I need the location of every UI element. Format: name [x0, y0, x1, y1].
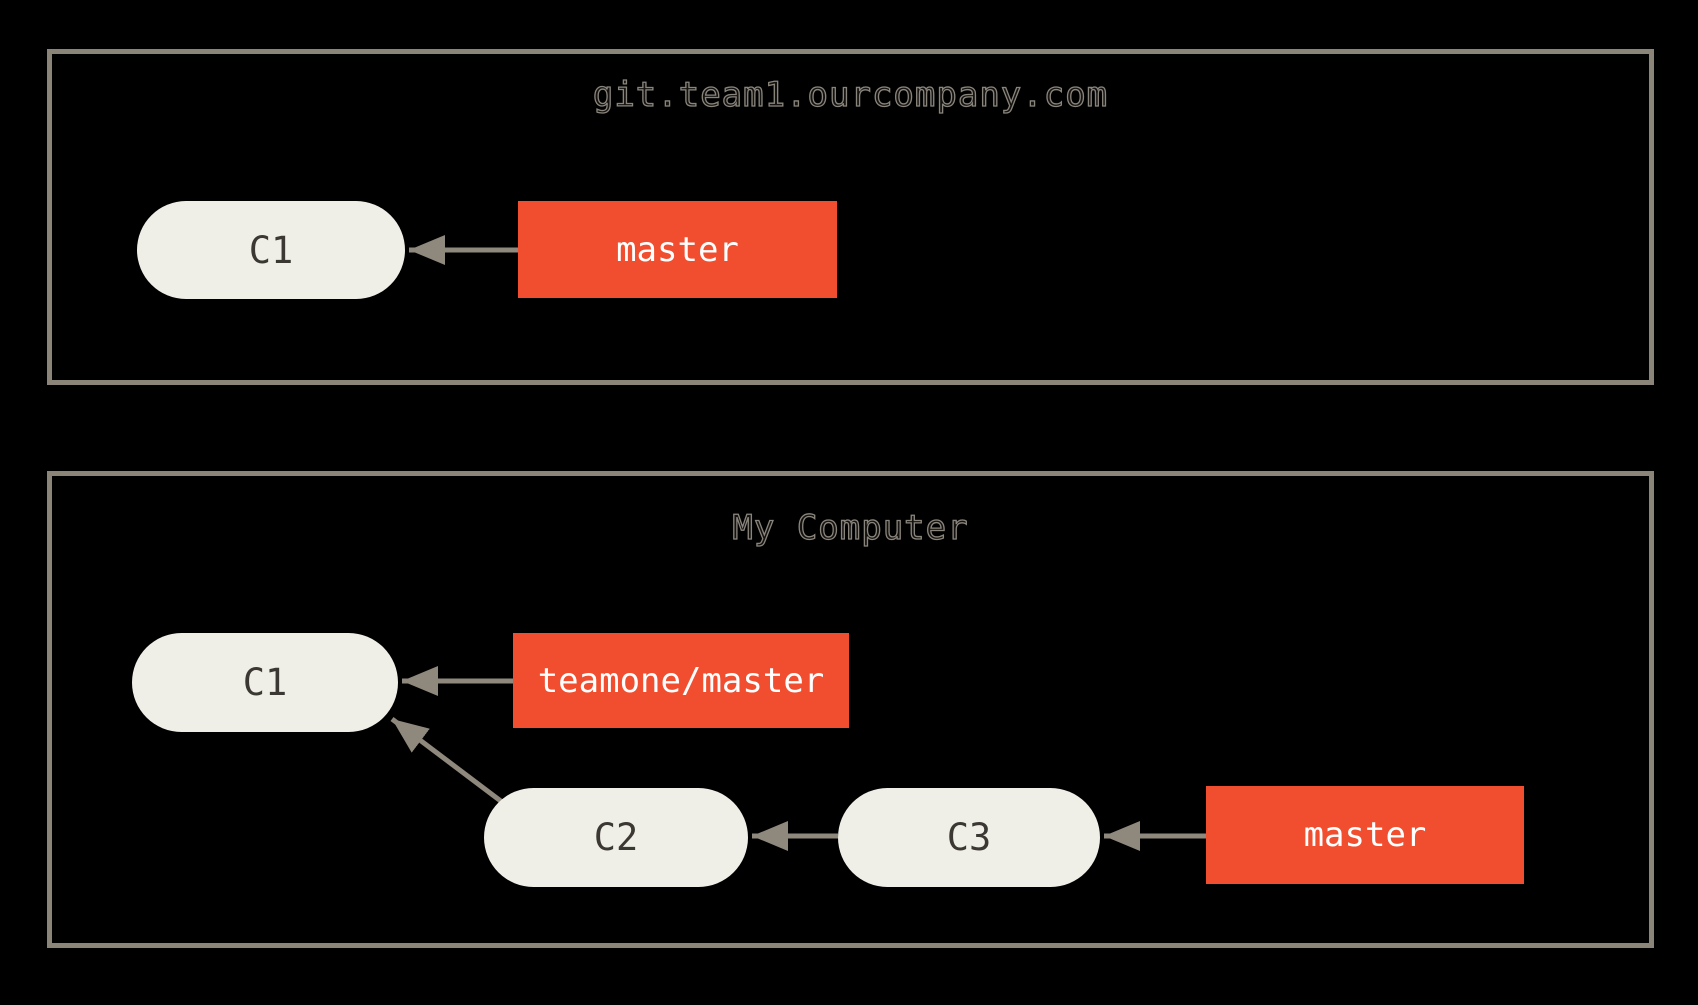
commit-label-c1-remote: C1 — [248, 228, 294, 272]
branch-label-teamone-master: teamone/master — [513, 633, 849, 728]
commit-node-c3-local: C3 — [838, 788, 1100, 887]
commit-node-c1-remote: C1 — [137, 201, 405, 299]
branch-text-teamone-master: teamone/master — [537, 660, 825, 701]
commit-label-c3-local: C3 — [946, 816, 992, 859]
commit-node-c1-local: C1 — [132, 633, 398, 732]
branch-text-master-local: master — [1303, 815, 1427, 855]
branch-text-master-remote: master — [616, 229, 739, 270]
branch-label-master-remote: master — [518, 201, 837, 298]
local-repo-title: My Computer — [732, 507, 969, 548]
commit-label-c2-local: C2 — [593, 816, 639, 859]
commit-node-c2-local: C2 — [484, 788, 748, 887]
remote-repo-title: git.team1.ourcompany.com — [592, 74, 1109, 115]
remote-repo-box: git.team1.ourcompany.com — [47, 49, 1654, 385]
commit-label-c1-local: C1 — [242, 661, 288, 704]
branch-label-master-local: master — [1206, 786, 1524, 884]
local-repo-box: My Computer — [47, 471, 1654, 948]
